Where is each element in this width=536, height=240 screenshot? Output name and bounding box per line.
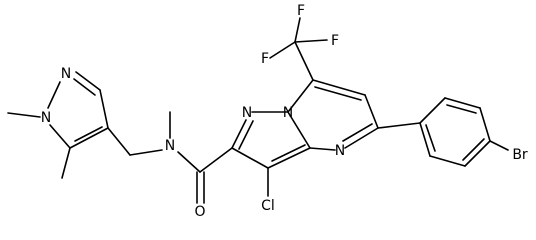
bond-c3-c3a bbox=[267, 147, 311, 169]
atom-o: O bbox=[194, 204, 205, 220]
bond-c3-n2 bbox=[75, 71, 101, 91]
bond-n2-n1 bbox=[47, 81, 61, 109]
bond-ar5-ar6 bbox=[429, 155, 466, 167]
bond-n2-c2 bbox=[231, 119, 247, 149]
atom-cl: Cl bbox=[261, 198, 275, 214]
bond-c6-c5 bbox=[364, 94, 379, 129]
bond-ar4-ar5-double bbox=[462, 138, 485, 161]
bond-ar4-ar5 bbox=[464, 140, 491, 167]
bond-c5-c4-double bbox=[74, 126, 103, 142]
bond-ar4-br bbox=[489, 140, 509, 151]
bond-c3a-n1 bbox=[287, 111, 311, 149]
bond-c5-n4-double bbox=[342, 123, 373, 142]
atom-n-pyrazole-n2: N bbox=[61, 66, 71, 82]
bond-c5-n4 bbox=[344, 127, 379, 149]
bond-c5-aryl bbox=[377, 122, 421, 129]
molecule-structure: F F F N N N N N N O Cl Br bbox=[7, 3, 528, 220]
bond-c5-c4 bbox=[69, 127, 109, 149]
bond-n1-c5 bbox=[49, 124, 71, 149]
atom-n-pyrazolo-2: N bbox=[242, 105, 252, 121]
atom-f3: F bbox=[331, 33, 339, 49]
bond-c7-c6 bbox=[312, 79, 366, 96]
bond-cf3-f1 bbox=[269, 41, 296, 59]
bond-ar6-ar1 bbox=[419, 122, 431, 157]
atom-n-pyrimidine: N bbox=[335, 143, 345, 159]
bond-c5-methyl bbox=[61, 147, 71, 179]
bond-cf3-f3 bbox=[294, 39, 328, 43]
bond-ch2-pyrazole bbox=[107, 127, 131, 156]
structure-canvas: F F F N N N N N N O Cl Br bbox=[7, 3, 528, 220]
atom-f2: F bbox=[297, 3, 305, 19]
bond-ar2-ar3 bbox=[444, 97, 481, 109]
bond-c2-c3 bbox=[231, 147, 269, 169]
bond-n-ch2 bbox=[129, 149, 163, 156]
bond-c3-c3a-double bbox=[271, 144, 306, 162]
bond-c3-n2-double bbox=[73, 78, 96, 96]
bond-c7-n1 bbox=[287, 79, 314, 113]
bond-n2-c2-double bbox=[238, 120, 254, 150]
atom-n-amide: N bbox=[165, 138, 175, 154]
bond-c7-c6-double bbox=[314, 86, 362, 101]
bond-c4-c3 bbox=[99, 89, 109, 129]
bond-n4-c3a bbox=[309, 147, 336, 151]
bond-c7-cf3 bbox=[294, 41, 314, 81]
bond-cf3-f2 bbox=[294, 17, 301, 43]
atom-br: Br bbox=[512, 147, 528, 163]
atom-n-pyrazole-n1: N bbox=[41, 110, 51, 126]
bonds bbox=[7, 17, 509, 204]
bond-carbonyl-n bbox=[177, 151, 201, 173]
atom-labels: F F F N N N N N N O Cl Br bbox=[41, 3, 528, 220]
bond-ar2-ar3-double bbox=[446, 104, 477, 114]
bond-c2-carbonyl bbox=[199, 147, 233, 173]
bond-ar6-ar1-double bbox=[425, 124, 436, 152]
bond-ar1-ar2 bbox=[419, 97, 446, 124]
atom-n-pyrazolo-1: N bbox=[283, 105, 293, 121]
atom-f1: F bbox=[261, 51, 269, 67]
bond-ar3-ar4 bbox=[479, 107, 491, 142]
bond-n1-methyl bbox=[7, 112, 41, 118]
